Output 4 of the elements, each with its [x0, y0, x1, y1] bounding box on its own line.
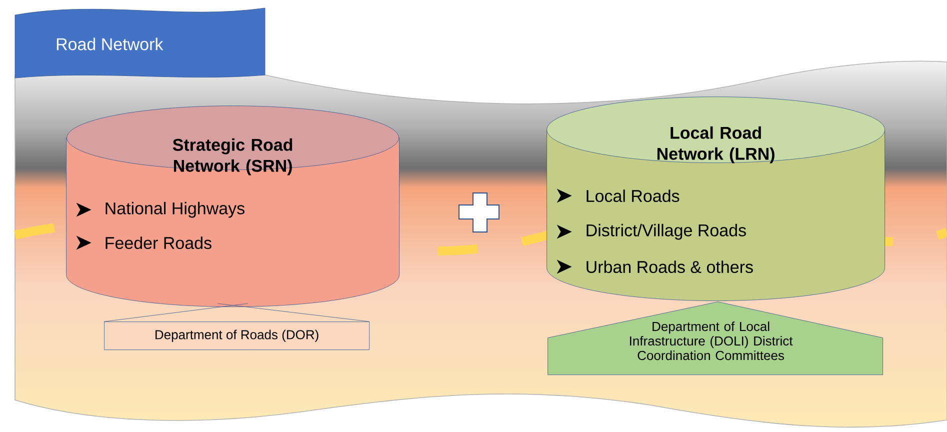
department-pentagon: Department of Local Infrastructure (DOLI) District Coordination Committees	[548, 302, 883, 375]
department-box: Department of Roads (DOR)	[104, 322, 370, 350]
connector-line	[104, 303, 370, 322]
flag: Road Network	[14, 8, 266, 78]
